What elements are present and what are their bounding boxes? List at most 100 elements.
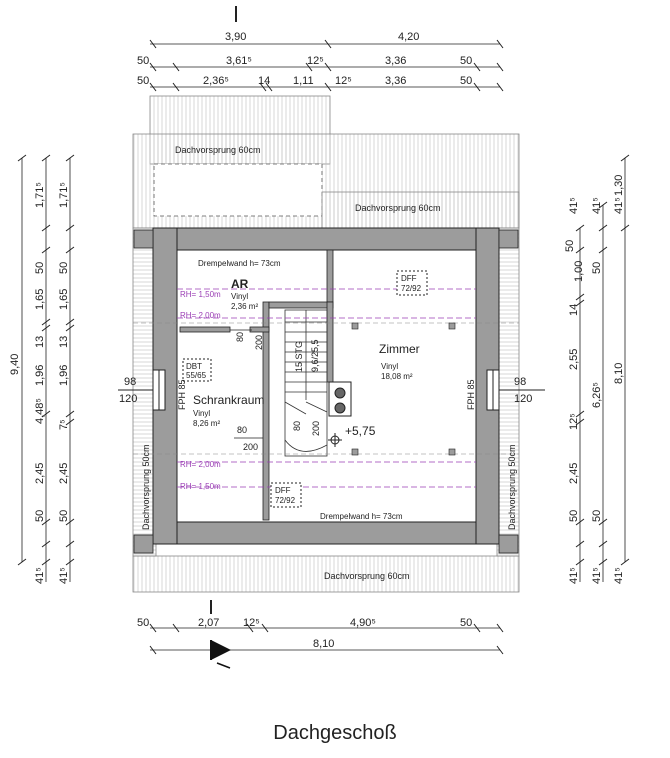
dim-right-c1-7: 50 xyxy=(568,510,580,522)
dim-right-c3-1: 41⁵ xyxy=(613,197,625,214)
stair-size: 9,6/25,5 xyxy=(310,339,320,372)
door-st-h: 200 xyxy=(311,421,321,436)
dff-bottom-label: DFF xyxy=(275,486,291,495)
dim-left-o4: 13 xyxy=(34,336,46,348)
dim-bot-1e: 50 xyxy=(460,617,472,629)
knee-wall-top: Drempelwand h= 73cm xyxy=(198,259,281,268)
overhang-right-label: Dachvorsprung 50cm xyxy=(507,444,517,530)
dim-right-c3-3: 50 xyxy=(591,510,603,522)
dim-bot-1b: 2,07 xyxy=(198,617,219,629)
rh-200-label: RH= 2,00m xyxy=(180,311,221,320)
door-sr-h: 200 xyxy=(243,442,258,452)
overhang-top-left-label: Dachvorsprung 60cm xyxy=(175,145,261,155)
dim-top-2c: 12⁵ xyxy=(307,55,324,67)
ar-floor: Vinyl xyxy=(231,292,248,301)
dim-left-o3: 1,65 xyxy=(34,289,46,310)
dim-left-o7: 2,45 xyxy=(34,463,46,484)
zimmer-area: 18,08 m² xyxy=(381,372,413,381)
wall-top xyxy=(152,227,500,251)
dim-top-1a: 3,90 xyxy=(225,31,246,43)
dim-left-i1: 1,71⁵ xyxy=(58,182,70,208)
dim-top-3d: 1,11 xyxy=(293,75,314,87)
interior-floor xyxy=(176,249,477,523)
dim-left-o6: 4,48⁵ xyxy=(34,398,46,424)
dim-right-c1-3: 14 xyxy=(568,304,580,316)
dbt-label: DBT xyxy=(186,362,202,371)
dim-bot-1d: 4,90⁵ xyxy=(350,617,376,629)
dim-right-c3-4: 41⁵ xyxy=(613,567,625,584)
dim-top-2b: 3,61⁵ xyxy=(226,55,252,67)
upper-roof-area xyxy=(321,191,520,229)
walls xyxy=(133,227,519,554)
wall-cap-tl xyxy=(133,229,154,249)
dff-top xyxy=(396,270,428,296)
wall-cap-tr xyxy=(498,229,519,249)
wall-cap-bl xyxy=(133,534,154,554)
dff-top-label: DFF xyxy=(401,274,417,283)
section-marker-bottom xyxy=(210,600,231,669)
dim-left-o8: 50 xyxy=(34,510,46,522)
overhang-top-right-label: Dachvorsprung 60cm xyxy=(355,203,441,213)
ar-name: AR xyxy=(231,277,249,291)
wall-stair-left xyxy=(262,301,270,521)
dim-left-o1: 1,71⁵ xyxy=(34,182,46,208)
dim-top-3b: 2,36⁵ xyxy=(203,75,229,87)
staircase xyxy=(284,309,328,457)
dim-right-c1-4: 2,55 xyxy=(568,349,580,370)
door-st-w: 80 xyxy=(292,421,302,431)
dim-top-3a: 50 xyxy=(137,75,149,87)
dim-bot-1c: 12⁵ xyxy=(243,617,260,629)
zimmer-name: Zimmer xyxy=(379,342,420,356)
win-left-top: 98 xyxy=(124,376,136,388)
dim-bot-1a: 50 xyxy=(137,617,149,629)
dim-right-c1-2: 41⁵ xyxy=(568,197,580,214)
wall-cap-br xyxy=(498,534,519,554)
win-right-bot: 120 xyxy=(514,393,532,405)
drawing-title: Dachgeschoß xyxy=(273,722,397,744)
wall-bottom xyxy=(152,521,500,545)
dormer-outline xyxy=(153,163,323,217)
dim-right-c4-1: 1,30 xyxy=(613,175,625,196)
schrank-area: 8,26 m² xyxy=(193,419,220,428)
dim-right-c1-1: 50 xyxy=(564,240,576,252)
wall-ar-bottom-2 xyxy=(249,326,270,333)
win-right-top: 98 xyxy=(514,376,526,388)
dim-left-i5: 1,96 xyxy=(58,365,70,386)
schrank-name: Schrankraum xyxy=(193,393,264,407)
rh-150-label: RH= 1,50m xyxy=(180,290,221,299)
wall-ar-bottom xyxy=(179,326,231,333)
door-marks xyxy=(230,329,263,439)
column-markers xyxy=(351,322,456,456)
dim-right-c4-2: 8,10 xyxy=(613,363,625,384)
overhang-bottom xyxy=(132,555,520,593)
knee-wall-bottom: Drempelwand h= 73cm xyxy=(320,512,403,521)
dim-left-o9: 41⁵ xyxy=(34,567,46,584)
dff-bottom xyxy=(270,482,302,508)
dim-lines xyxy=(21,43,626,651)
door-sr-w: 80 xyxy=(237,425,247,435)
wall-ar-vertical xyxy=(326,249,334,303)
dim-left-total: 9,40 xyxy=(9,354,21,375)
dim-right-c2-3: 6,26⁵ xyxy=(591,382,603,408)
win-left-bot: 120 xyxy=(119,393,137,405)
dbt-size: 55/65 xyxy=(186,371,207,380)
chimney xyxy=(328,381,352,417)
dim-top-3c: 14 xyxy=(258,75,270,87)
dim-left-i4: 13 xyxy=(58,336,70,348)
dim-left-o5: 1,96 xyxy=(34,365,46,386)
dim-left-i9: 41⁵ xyxy=(58,567,70,584)
rh-150-b-label: RH= 1,50m xyxy=(180,482,221,491)
dim-right-c1-5: 12⁵ xyxy=(568,413,580,430)
dim-left-i7: 2,45 xyxy=(58,463,70,484)
dim-top-1b: 4,20 xyxy=(398,31,419,43)
door-ar-h: 200 xyxy=(254,335,264,350)
overhang-left-label: Dachvorsprung 50cm xyxy=(141,444,151,530)
stair-count: 15 STG xyxy=(294,341,304,372)
fph-left: FPH 85 xyxy=(177,379,187,410)
dff-top-size: 72/92 xyxy=(401,284,422,293)
level-marker: +5,75 xyxy=(328,424,376,447)
stair-head-wall xyxy=(268,301,334,309)
rh-lines xyxy=(177,288,476,488)
dim-top-2d: 3,36 xyxy=(385,55,406,67)
